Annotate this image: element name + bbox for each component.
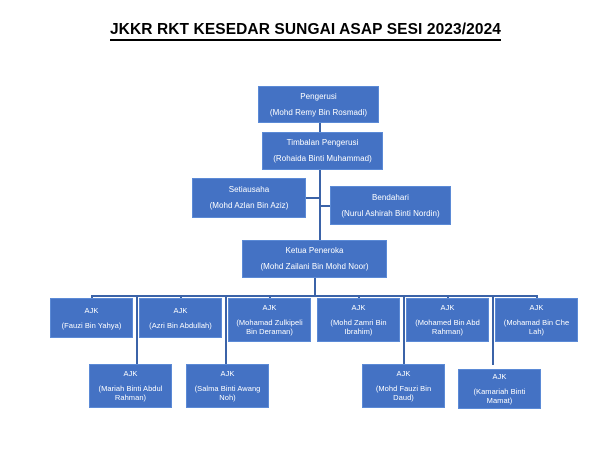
node-timbalan-pengerusi-person: (Rohaida Binti Muhammad)	[273, 154, 372, 163]
node-ajk-row2-4[interactable]: AJK (Kamariah Binti Mamat)	[458, 369, 541, 409]
node-ajk-row2-3-role: AJK	[396, 369, 411, 379]
node-bendahari[interactable]: Bendahari (Nurul Ashirah Binti Nordin)	[330, 186, 451, 225]
node-ajk-row2-4-role: AJK	[492, 372, 507, 382]
node-ajk-row1-3-person: (Mohamad Zulkipeli Bin Deraman)	[236, 317, 303, 337]
connector-bus-to-ajk-1	[91, 295, 93, 299]
node-ajk-row1-1[interactable]: AJK (Fauzi Bin Yahya)	[50, 298, 133, 338]
node-pengerusi[interactable]: Pengerusi (Mohd Remy Bin Rosmadi)	[258, 86, 379, 123]
node-ajk-row2-1-role: AJK	[123, 369, 138, 379]
node-ajk-row1-5-role: AJK	[440, 303, 455, 313]
node-pengerusi-person: (Mohd Remy Bin Rosmadi)	[269, 107, 368, 117]
node-ajk-row1-1-person: (Fauzi Bin Yahya)	[61, 320, 122, 330]
node-ajk-row2-2[interactable]: AJK (Salma Binti Awang Noh)	[186, 364, 269, 408]
node-setiausaha[interactable]: Setiausaha (Mohd Azlan Bin Aziz)	[192, 178, 306, 218]
connector-bus-to-ajk-row2-2	[225, 295, 227, 365]
connector-ketua-drop	[314, 277, 316, 296]
connector-stub-setiausaha	[305, 197, 320, 199]
node-ajk-row1-4-role: AJK	[351, 303, 366, 313]
node-ajk-row1-2-person: (Azri Bin Abdullah)	[149, 320, 212, 330]
connector-bus-to-ajk-row2-3	[403, 295, 405, 365]
node-ketua-peneroka-role: Ketua Peneroka	[285, 246, 344, 255]
node-setiausaha-person: (Mohd Azlan Bin Aziz)	[209, 201, 289, 210]
node-ajk-row1-5-person: (Mohamed Bin Abd Rahman)	[415, 317, 480, 337]
connector-bus-to-ajk-row2-1	[136, 295, 138, 365]
node-ajk-row1-6[interactable]: AJK (Mohamad Bin Che Lah)	[495, 298, 578, 342]
node-bendahari-person: (Nurul Ashirah Binti Nordin)	[341, 208, 440, 218]
node-ajk-row1-3-role: AJK	[262, 303, 277, 313]
node-timbalan-pengerusi[interactable]: Timbalan Pengerusi (Rohaida Binti Muhamm…	[262, 132, 383, 170]
node-ketua-peneroka-person: (Mohd Zailani Bin Mohd Noor)	[260, 262, 369, 271]
connector-pengerusi-timbalan	[319, 122, 321, 133]
node-pengerusi-role: Pengerusi	[300, 91, 337, 101]
page-title-text: JKKR RKT KESEDAR SUNGAI ASAP SESI 2023/2…	[109, 21, 502, 41]
node-ajk-row2-1[interactable]: AJK (Mariah Binti Abdul Rahman)	[89, 364, 172, 408]
connector-bus-to-ajk-3	[269, 295, 271, 299]
connector-stub-bendahari	[319, 205, 331, 207]
page-title: JKKR RKT KESEDAR SUNGAI ASAP SESI 2023/2…	[0, 21, 611, 41]
connector-bus-to-ajk-4	[358, 295, 360, 299]
node-ajk-row2-1-person: (Mariah Binti Abdul Rahman)	[98, 383, 163, 403]
node-ajk-row2-2-person: (Salma Binti Awang Noh)	[194, 383, 261, 403]
node-setiausaha-role: Setiausaha	[228, 185, 270, 194]
node-ajk-row1-4[interactable]: AJK (Mohd Zamri Bin Ibrahim)	[317, 298, 400, 342]
node-ajk-row1-4-person: (Mohd Zamri Bin Ibrahim)	[330, 317, 387, 337]
connector-bus-to-ajk-5	[447, 295, 449, 299]
connector-bus-to-ajk-2	[180, 295, 182, 299]
node-ajk-row2-2-role: AJK	[220, 369, 235, 379]
node-ajk-row1-3[interactable]: AJK (Mohamad Zulkipeli Bin Deraman)	[228, 298, 311, 342]
connector-bus-to-ajk-row2-4	[492, 295, 494, 365]
node-ajk-row1-1-role: AJK	[84, 306, 99, 316]
connector-bus-to-ajk-6	[536, 295, 538, 299]
node-timbalan-pengerusi-role: Timbalan Pengerusi	[286, 138, 359, 147]
node-ajk-row1-2-role: AJK	[173, 306, 188, 316]
node-bendahari-role: Bendahari	[372, 192, 409, 202]
node-ajk-row1-6-role: AJK	[529, 303, 544, 313]
node-ajk-row1-2[interactable]: AJK (Azri Bin Abdullah)	[139, 298, 222, 338]
node-ajk-row1-6-person: (Mohamad Bin Che Lah)	[503, 317, 570, 337]
node-ajk-row2-4-person: (Kamariah Binti Mamat)	[473, 386, 526, 406]
node-ajk-row1-5[interactable]: AJK (Mohamed Bin Abd Rahman)	[406, 298, 489, 342]
node-ajk-row2-3[interactable]: AJK (Mohd Fauzi Bin Daud)	[362, 364, 445, 408]
connector-ajk-bus	[91, 295, 537, 297]
node-ketua-peneroka[interactable]: Ketua Peneroka (Mohd Zailani Bin Mohd No…	[242, 240, 387, 278]
node-ajk-row2-3-person: (Mohd Fauzi Bin Daud)	[375, 383, 432, 403]
